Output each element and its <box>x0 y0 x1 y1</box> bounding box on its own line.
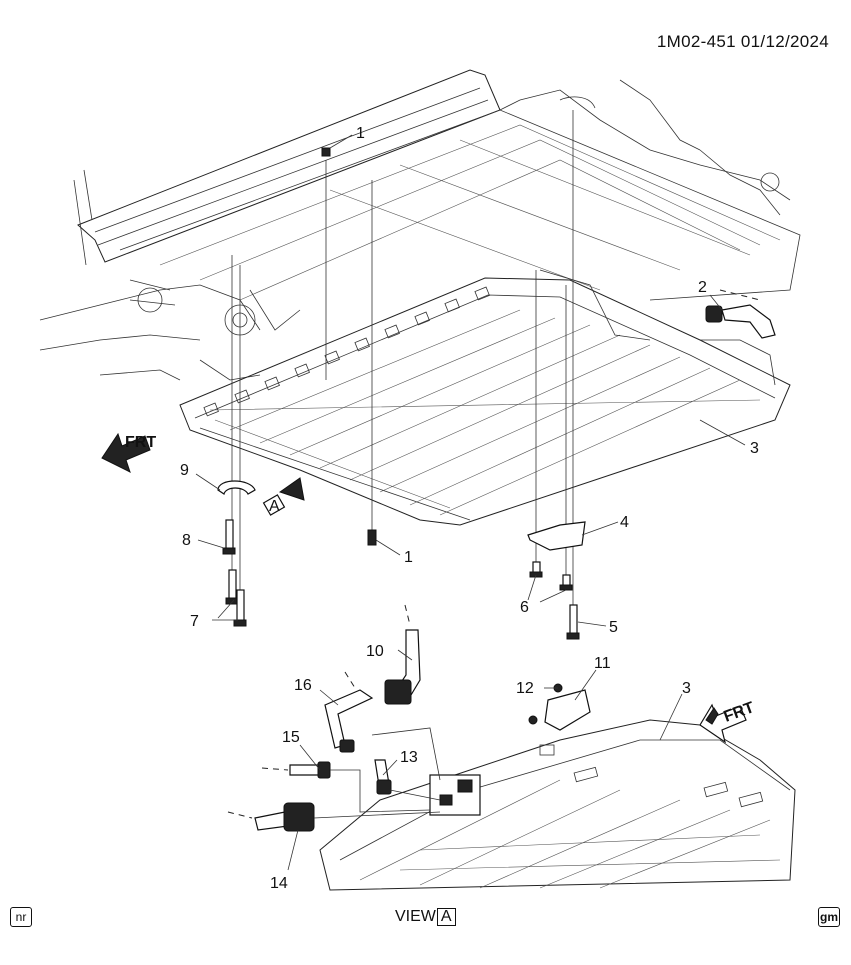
callout-10: 10 <box>366 643 384 660</box>
harness-14-icon <box>227 802 315 832</box>
view-a-marker: A <box>262 477 305 516</box>
callout-12: 12 <box>516 680 534 697</box>
bolt-5-icon <box>566 604 580 640</box>
harness-10-icon <box>384 604 421 705</box>
callout-14: 14 <box>270 875 288 892</box>
harness-16-icon <box>324 671 374 753</box>
connector-2-icon <box>705 289 776 339</box>
callout-3-lower: 3 <box>682 680 691 697</box>
bracket-11-icon <box>544 689 591 731</box>
callout-15: 15 <box>282 729 300 746</box>
battery-pack <box>179 269 791 526</box>
view-a-detail: FRT <box>227 604 796 891</box>
view-caption-text: VIEW <box>395 908 436 925</box>
diagram-header: 1M02-451 01/12/2024 <box>657 32 829 52</box>
callout-6: 6 <box>520 599 529 616</box>
callout-labels: 1 2 3 4 5 6 7 8 9 1 10 11 12 13 14 15 16… <box>180 125 759 892</box>
harness-13-icon <box>374 759 392 795</box>
bolt-7-upper-icon <box>225 569 239 605</box>
callout-2: 2 <box>698 279 707 296</box>
callout-11: 11 <box>594 655 611 672</box>
callout-1-bottom: 1 <box>404 549 413 566</box>
callout-8: 8 <box>182 532 191 549</box>
frt-label: FRT <box>125 434 156 451</box>
bracket-4-icon <box>527 521 586 551</box>
fastener-parts <box>217 147 776 640</box>
callout-13: 13 <box>400 749 418 766</box>
bracket-9-icon <box>217 480 256 495</box>
callout-5: 5 <box>609 619 618 636</box>
callout-4: 4 <box>620 514 629 531</box>
leader-lines <box>195 134 746 871</box>
callout-16: 16 <box>294 677 312 694</box>
callout-9: 9 <box>180 462 189 479</box>
bolt-7-lower-icon <box>233 589 247 627</box>
view-a-marker-letter: A <box>269 498 280 515</box>
nr-badge: nr <box>10 907 32 927</box>
callout-7: 7 <box>190 613 199 630</box>
callout-3-upper: 3 <box>750 440 759 457</box>
bolt-8-icon <box>222 519 236 555</box>
gm-logo-icon: gm <box>818 907 840 927</box>
bolt-6-left-icon <box>529 561 543 578</box>
bolt-6-right-icon <box>559 574 573 591</box>
alignment-guides <box>231 110 574 620</box>
diagram-date: 01/12/2024 <box>740 32 829 51</box>
diagram-code: 1M02-451 <box>656 32 736 51</box>
callout-1-top: 1 <box>356 125 365 142</box>
front-direction-marker: FRT <box>101 432 156 473</box>
view-caption-letter: A <box>436 908 456 926</box>
